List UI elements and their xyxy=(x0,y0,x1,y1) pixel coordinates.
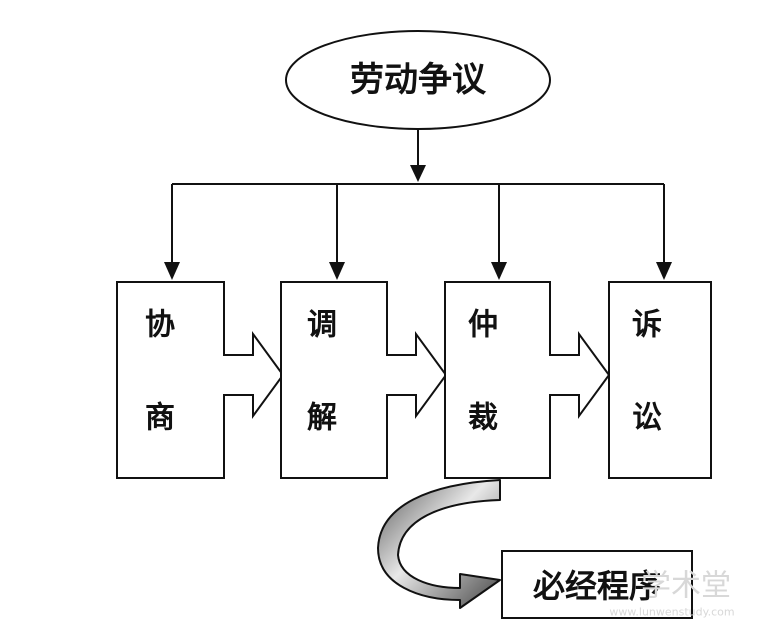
root-arrowhead xyxy=(410,165,426,182)
stage-3-label-bottom: 裁 xyxy=(468,401,498,436)
stage-box-litigation: 诉 讼 xyxy=(608,281,712,479)
stage-box-arbitration: 仲 裁 xyxy=(444,281,611,479)
stage-box-mediation: 调 解 xyxy=(280,281,448,479)
root-label: 劳动争议 xyxy=(350,60,487,100)
stage-2-label-top: 调 xyxy=(307,308,337,343)
stage-box-negotiation: 协 商 xyxy=(116,281,285,479)
stage-3-label-top: 仲 xyxy=(468,308,498,343)
watermark: 学术堂 www.lunwenstudy.com xyxy=(609,569,734,619)
branch-arrowhead-3 xyxy=(491,262,507,280)
watermark-url: www.lunwenstudy.com xyxy=(609,606,734,619)
stage-2-label-bottom: 解 xyxy=(307,401,337,436)
branch-arrowhead-1 xyxy=(164,262,180,280)
branch-connectors xyxy=(164,129,672,280)
branch-arrowhead-2 xyxy=(329,262,345,280)
curved-arrow-to-required xyxy=(377,479,501,609)
stage-4-label-top: 诉 xyxy=(632,308,662,343)
stage-4-label-bottom: 讼 xyxy=(632,401,662,436)
stage-1-label-top: 协 xyxy=(145,308,175,343)
branch-arrowhead-4 xyxy=(656,262,672,280)
required-procedure-label: 必经程序 xyxy=(533,567,661,605)
required-procedure-box: 必经程序 xyxy=(501,550,693,619)
watermark-cn: 学术堂 xyxy=(641,569,731,604)
root-node: 劳动争议 xyxy=(285,30,551,130)
stage-1-label-bottom: 商 xyxy=(145,401,175,436)
